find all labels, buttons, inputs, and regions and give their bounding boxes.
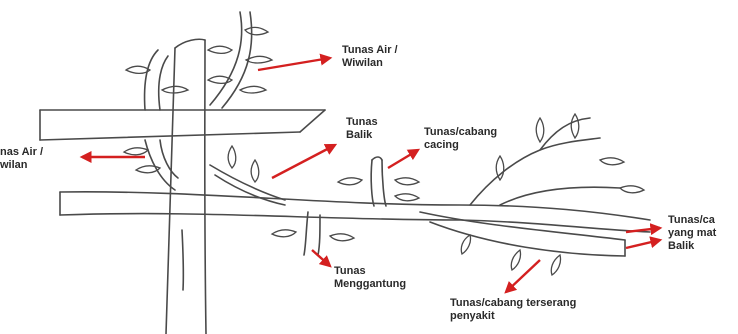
trunk [166, 48, 175, 334]
arrow-worm-branch [388, 150, 418, 168]
arrow-hanging-shoot [312, 250, 330, 266]
label-worm-branch: Tunas/cabang cacing [424, 126, 497, 152]
hanging-shoot [304, 212, 308, 255]
arrow-water-shoot-top [258, 58, 330, 70]
label-hanging-shoot: Tunas Menggantung [334, 265, 406, 291]
main-branch [60, 192, 650, 220]
label-dead-branch: Tunas/ca yang mat Balik [668, 214, 716, 253]
label-diseased-branch: Tunas/cabang terserang penyakit [450, 297, 576, 323]
diseased-branch [420, 212, 625, 240]
worm-branch [371, 160, 374, 206]
water-shoot-top [210, 12, 242, 105]
trunk [205, 40, 206, 334]
arrow-back-shoot [272, 145, 335, 178]
water-shoot-left [145, 50, 158, 110]
label-back-shoot: Tunas Balik [346, 116, 378, 142]
arrow-dead-branch-2 [626, 240, 660, 248]
label-water-shoot-left: nas Air / wilan [0, 146, 43, 172]
label-water-shoot-top: Tunas Air / Wiwilan [342, 44, 398, 70]
back-shoot [210, 165, 285, 200]
